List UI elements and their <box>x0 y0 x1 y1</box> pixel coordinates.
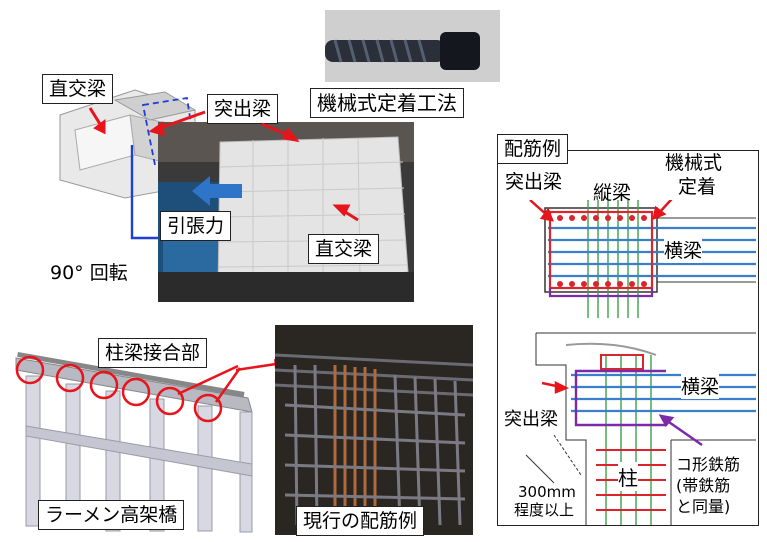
haikin-tosshutsu-bottom-label: 突出梁 <box>504 409 558 430</box>
tosshutsu-top-label: 突出梁 <box>207 94 279 124</box>
tension-label: 引張力 <box>160 211 232 241</box>
rahmen-label: ラーメン高架橋 <box>38 500 185 530</box>
haikin-kikaishiki-label: 機械式 <box>665 152 723 174</box>
haikin-title: 配筋例 <box>497 134 569 164</box>
haikin-juryou-label: 縦梁 <box>593 182 632 204</box>
dim-line1: 300mm <box>518 483 576 501</box>
dim-line2: 程度以上 <box>514 501 575 519</box>
mechanical-anchor-photo <box>325 10 500 82</box>
genko-label: 現行の配筋例 <box>296 506 425 536</box>
ko-rebar-line1: コ形鉄筋 <box>676 455 741 474</box>
haikin-yokoryou-top-label: 横梁 <box>664 236 703 263</box>
haikin-tosshutsu-label: 突出梁 <box>503 168 565 196</box>
elevation-rebar-diagram <box>525 332 756 525</box>
plan-rebar-diagram <box>529 200 756 318</box>
chokko-top-label: 直交梁 <box>42 74 114 104</box>
rotate-label: 90° 回転 <box>50 262 128 284</box>
haikin-hashira-label: 柱 <box>618 462 638 491</box>
current-rebar-photo <box>275 325 473 535</box>
bolt-illustration <box>325 10 500 82</box>
ko-rebar-line2: (帯鉄筋 <box>676 476 731 495</box>
chokko-photo-label: 直交梁 <box>308 234 380 264</box>
tension-arrow <box>192 176 242 206</box>
joint-label: 柱梁接合部 <box>98 338 208 368</box>
ko-rebar-line3: と同量) <box>676 497 731 516</box>
haikin-yokoryou-bottom-label: 横梁 <box>681 372 720 399</box>
haikin-teichaku-label: 定着 <box>678 176 717 198</box>
mechanical-anchor-label: 機械式定着工法 <box>310 88 464 118</box>
rahmen-bridge-illustration <box>15 352 253 533</box>
